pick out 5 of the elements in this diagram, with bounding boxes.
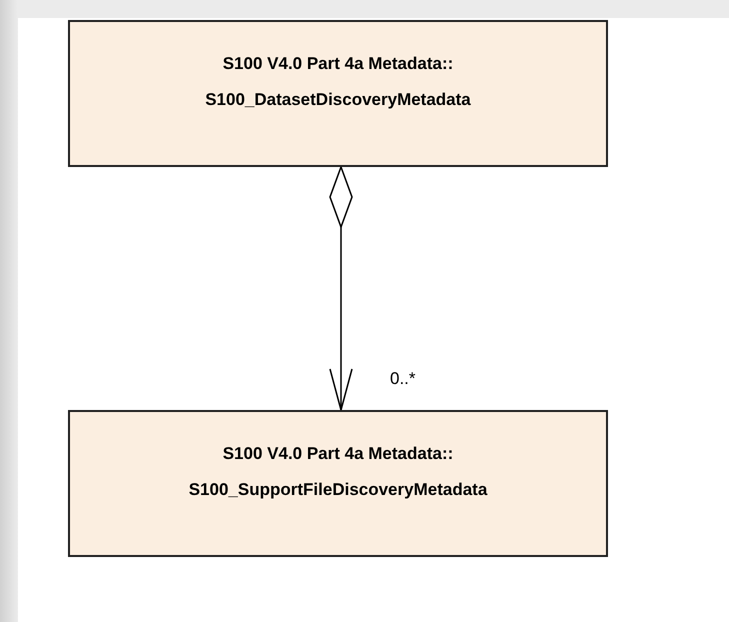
- aggregation-connector: [329, 166, 353, 411]
- class-name: S100 V4.0 Part 4a Metadata:: S100_SupportFileDiscoveryMetadata: [188, 442, 488, 500]
- class-box: [68, 20, 608, 167]
- class-box: [68, 410, 608, 557]
- class-name: S100 V4.0 Part 4a Metadata:: S100_DatasetDiscoveryMetadata: [204, 52, 472, 110]
